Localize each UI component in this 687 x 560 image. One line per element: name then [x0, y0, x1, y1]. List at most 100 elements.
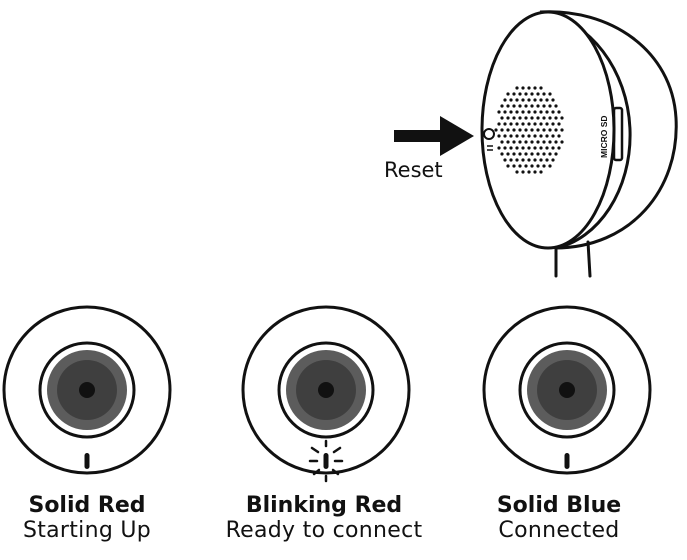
speaker-dot	[521, 170, 525, 174]
blink-ray	[332, 446, 342, 454]
camera-front-view	[241, 305, 411, 483]
speaker-dot	[524, 128, 528, 132]
speaker-dot	[506, 152, 510, 156]
blink-ray	[331, 468, 340, 476]
speaker-dot	[512, 128, 516, 132]
state-title: Solid Blue	[496, 493, 622, 518]
speaker-dot	[515, 86, 519, 90]
speaker-dot	[551, 146, 555, 150]
camera-back-dome	[539, 10, 678, 250]
speaker-dot	[521, 146, 525, 150]
speaker-dot	[503, 134, 507, 138]
speaker-dot	[512, 164, 516, 168]
speaker-dot	[518, 140, 522, 144]
speaker-dot	[524, 140, 528, 144]
speaker-dot	[524, 152, 528, 156]
status-led	[84, 453, 90, 469]
speaker-dot	[560, 140, 564, 144]
speaker-dot	[497, 110, 501, 114]
speaker-dot	[512, 92, 516, 96]
speaker-dot	[542, 128, 546, 132]
speaker-dot	[548, 140, 552, 144]
speaker-dot	[500, 128, 504, 132]
status-led	[323, 453, 329, 469]
state-title: Blinking Red	[245, 493, 403, 518]
speaker-dot	[536, 164, 540, 168]
speaker-dot	[497, 122, 501, 126]
speaker-dot	[509, 146, 513, 150]
speaker-dot	[527, 146, 531, 150]
speaker-dot	[554, 116, 558, 120]
speaker-dot	[500, 104, 504, 108]
speaker-dot	[542, 92, 546, 96]
speaker-dot	[509, 158, 513, 162]
speaker-dot	[536, 104, 540, 108]
speaker-dot	[533, 134, 537, 138]
microsd-label: MICRO SD	[599, 116, 609, 159]
blink-ray	[312, 468, 321, 476]
speaker-dot	[512, 104, 516, 108]
speaker-dot	[560, 128, 564, 132]
speaker-dot	[557, 110, 561, 114]
speaker-dot	[542, 164, 546, 168]
lens-center	[318, 382, 334, 398]
speaker-dot	[521, 86, 525, 90]
speaker-dot	[506, 116, 510, 120]
speaker-dot	[545, 134, 549, 138]
speaker-dot	[503, 98, 507, 102]
speaker-dot	[503, 122, 507, 126]
speaker-dot	[536, 116, 540, 120]
speaker-dot	[506, 128, 510, 132]
speaker-dot	[536, 128, 540, 132]
speaker-dot	[524, 104, 528, 108]
speaker-dot	[542, 140, 546, 144]
speaker-dot	[503, 110, 507, 114]
speaker-dot	[533, 110, 537, 114]
speaker-dot	[500, 116, 504, 120]
speaker-dot	[518, 164, 522, 168]
speaker-dot	[554, 104, 558, 108]
speaker-dot	[527, 134, 531, 138]
speaker-dot	[521, 110, 525, 114]
speaker-dot	[539, 170, 543, 174]
speaker-dot	[506, 104, 510, 108]
speaker-dot	[554, 152, 558, 156]
speaker-dot	[560, 116, 564, 120]
speaker-dot	[554, 140, 558, 144]
speaker-dot	[503, 158, 507, 162]
speaker-dot	[536, 140, 540, 144]
lens-center	[79, 382, 95, 398]
reset-arrow-icon	[394, 116, 474, 156]
speaker-dot	[497, 134, 501, 138]
speaker-dot	[542, 116, 546, 120]
speaker-dot	[557, 134, 561, 138]
speaker-dot	[512, 152, 516, 156]
state-label-solid-red: Solid Red Starting Up	[0, 494, 202, 542]
camera-front-view	[482, 305, 652, 475]
speaker-dot	[545, 110, 549, 114]
speaker-dot	[509, 134, 513, 138]
speaker-dot	[524, 92, 528, 96]
speaker-dot	[545, 146, 549, 150]
speaker-dot	[527, 158, 531, 162]
blink-ray	[310, 446, 320, 454]
speaker-dot	[539, 134, 543, 138]
speaker-dot	[551, 98, 555, 102]
speaker-dot	[548, 128, 552, 132]
speaker-dot	[515, 158, 519, 162]
speaker-dot	[557, 146, 561, 150]
speaker-dot	[545, 122, 549, 126]
speaker-dot	[521, 158, 525, 162]
camera-side-view	[480, 10, 678, 278]
speaker-dot	[551, 158, 555, 162]
state-title: Solid Red	[28, 493, 146, 518]
speaker-dot	[509, 110, 513, 114]
speaker-dot	[518, 128, 522, 132]
speaker-dot	[518, 116, 522, 120]
speaker-dot	[551, 134, 555, 138]
speaker-dot	[530, 92, 534, 96]
stand-right-leg	[586, 240, 592, 278]
speaker-dot	[509, 98, 513, 102]
speaker-dot	[530, 104, 534, 108]
speaker-dot	[539, 146, 543, 150]
